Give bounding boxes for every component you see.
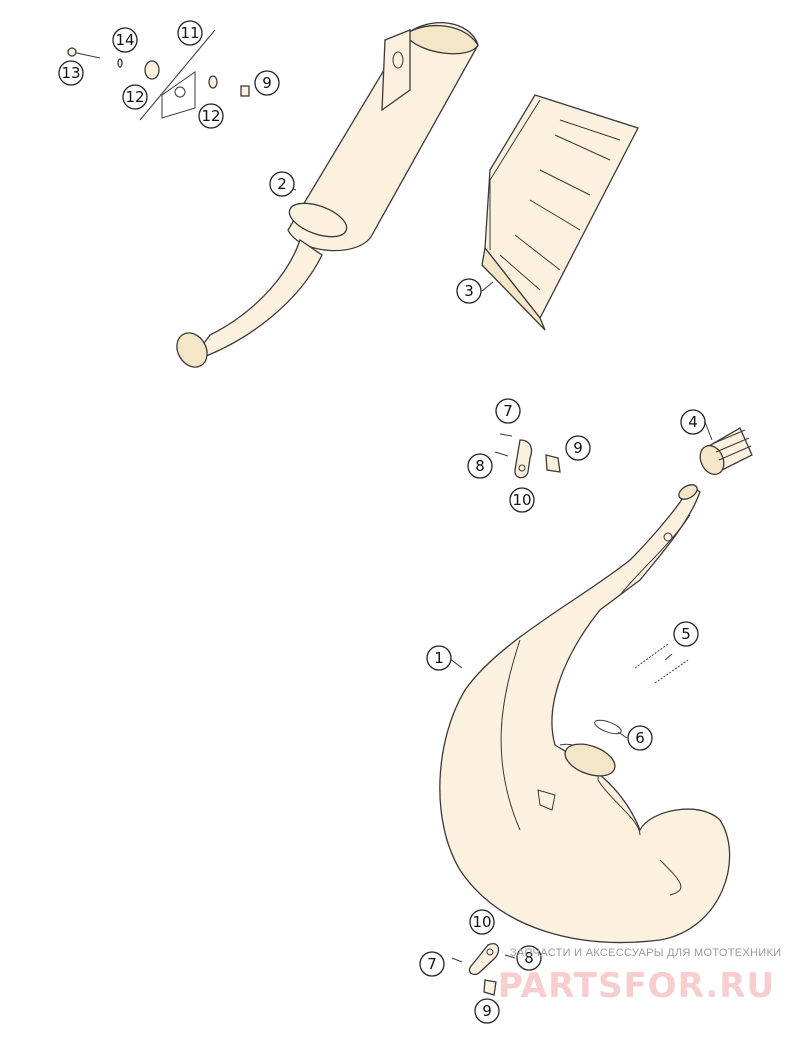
callout-12-left: 12 <box>122 84 148 110</box>
callout-12-right: 12 <box>198 103 224 129</box>
callout-6: 6 <box>627 725 653 751</box>
svg-text:14: 14 <box>115 31 134 49</box>
watermark-tagline: ЗАПЧАСТИ И АКСЕССУАРЫ ДЛЯ МОТОТЕХНИКИ <box>510 947 782 959</box>
svg-text:10: 10 <box>512 491 531 509</box>
callout-2: 2 <box>269 171 295 197</box>
callout-5: 5 <box>673 621 699 647</box>
callout-10-lower: 10 <box>469 909 495 935</box>
callout-4: 4 <box>680 409 706 435</box>
o-ring-part <box>594 719 622 735</box>
callout-11: 11 <box>177 20 203 46</box>
callout-9-mid: 9 <box>565 435 591 461</box>
svg-text:6: 6 <box>635 729 645 747</box>
callout-7-lower: 7 <box>419 951 445 977</box>
callout-13: 13 <box>58 60 84 86</box>
callout-3: 3 <box>456 278 482 304</box>
svg-text:11: 11 <box>180 24 199 42</box>
exhaust-pipe-part <box>439 483 731 944</box>
svg-text:3: 3 <box>464 282 474 300</box>
svg-text:13: 13 <box>61 64 80 82</box>
svg-text:9: 9 <box>573 439 583 457</box>
svg-text:9: 9 <box>262 74 272 92</box>
silencer-part <box>176 22 479 368</box>
callout-1: 1 <box>426 645 452 671</box>
exhaust-seal-part <box>699 427 753 476</box>
callout-9-top: 9 <box>254 70 280 96</box>
svg-text:10: 10 <box>472 913 491 931</box>
callout-9-bottom: 9 <box>474 998 500 1024</box>
pipe-mount-hardware-lower <box>451 943 516 996</box>
callout-10-upper: 10 <box>509 487 535 513</box>
svg-text:5: 5 <box>681 625 691 643</box>
callout-7-upper: 7 <box>495 398 521 424</box>
pipe-mount-hardware-upper <box>494 433 561 479</box>
svg-text:8: 8 <box>524 949 534 967</box>
watermark-logo: PARTSFOR.RU <box>498 966 776 1006</box>
silencer-mount-hardware <box>67 29 250 121</box>
svg-text:12: 12 <box>125 88 144 106</box>
svg-text:9: 9 <box>482 1002 492 1020</box>
svg-text:1: 1 <box>434 649 444 667</box>
svg-text:4: 4 <box>688 413 698 431</box>
svg-text:7: 7 <box>503 402 513 420</box>
svg-text:7: 7 <box>427 955 437 973</box>
svg-text:12: 12 <box>201 107 220 125</box>
svg-text:2: 2 <box>277 175 287 193</box>
callout-14: 14 <box>112 27 138 53</box>
exhaust-springs-part <box>634 643 689 684</box>
callout-8-upper: 8 <box>467 453 493 479</box>
callout-8-lower: 8 <box>516 945 542 971</box>
silencer-packing-part <box>481 94 639 331</box>
svg-text:8: 8 <box>475 457 485 475</box>
